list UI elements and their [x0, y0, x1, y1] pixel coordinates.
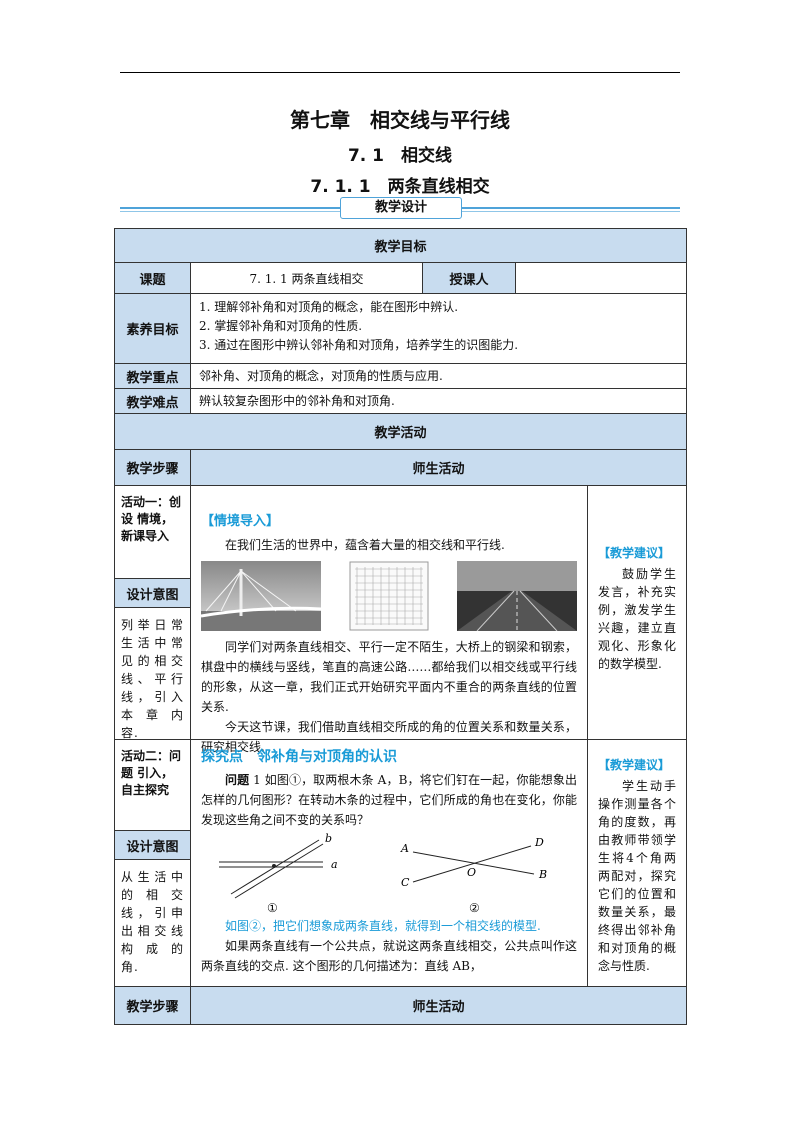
teacher-value [515, 262, 687, 294]
figures: a b ① A B C D O ② [219, 832, 547, 914]
literacy-item: 1. 理解邻补角和对顶角的概念，能在图形中辨认. [199, 300, 459, 314]
activity2-advice: 【教学建议】 学生动手操作测量各个角的度数，再由教师带领学生将4个角两两配对，探… [587, 739, 687, 987]
figure-1: a b ① [219, 832, 338, 914]
key-point-value: 邻补角、对顶角的概念，对顶角的性质与应用. [190, 363, 687, 389]
activity2-name: 活动二：问 题 引入，自主探究 [114, 739, 191, 831]
activity1-intent-text: 列举日常生活中常见的相交线、平行线，引入本 章 内容. [114, 607, 191, 740]
question-text: 1 如图①，取两根木条 A，B，将它们钉在一起，你能想象出怎样的几何图形？在转动… [201, 773, 577, 827]
chapter-title: 第七章 相交线与平行线 [290, 108, 510, 132]
activity2-content: 探究点 邻补角与对顶角的认识 问题 1 如图①，取两根木条 A，B，将它们钉在一… [190, 739, 588, 987]
subsection-title: 7. 1. 1 两条直线相交 [310, 177, 490, 197]
teach-header: 师生活动 [190, 986, 687, 1025]
literacy-label: 素养目标 [114, 293, 191, 364]
course-label: 课题 [114, 262, 191, 294]
activity1-name: 活动一：创 设 情境，新课导入 [114, 485, 191, 579]
step-header: 教学步骤 [114, 449, 191, 486]
activity1-intent-label: 设计意图 [114, 578, 191, 608]
highway-photo [457, 561, 577, 631]
activity1-heading: 【情境导入】 [201, 514, 280, 529]
question-paragraph: 问题 1 如图①，取两根木条 A，B，将它们钉在一起，你能想象出怎样的几何图形？… [201, 770, 577, 830]
goals-header: 教学目标 [114, 228, 687, 263]
top-rule [120, 72, 680, 73]
activity1-advice: 【教学建议】 鼓励学生发言，补充实例，激发学生兴趣，建立直观化、形象化的数学模型… [587, 485, 687, 740]
exploration-heading: 探究点 邻补角与对顶角的认识 [201, 749, 397, 765]
activity1-paragraph: 同学们对两条直线相交、平行一定不陌生，大桥上的钢梁和钢索，棋盘中的横线与竖线，笔… [201, 640, 577, 714]
literacy-item: 2. 掌握邻补角和对顶角的性质. [199, 319, 363, 333]
fig2-label-D: D [534, 836, 544, 849]
model-paragraph: 如图②，把它们想象成两条直线，就得到一个相交线的模型. [225, 919, 541, 933]
chessboard-photo [349, 561, 429, 631]
activity1-paragraph: 今天这节课，我们借助直线相交所成的角的位置关系和数量关系，研究相交线. [201, 720, 577, 754]
literacy-item: 3. 通过在图形中辨认邻补角和对顶角，培养学生的识图能力. [199, 338, 519, 352]
teaching-design-banner: 教学设计 [120, 197, 680, 219]
figure-2: A B C D O ② [400, 836, 547, 914]
question-label: 问题 [225, 773, 250, 787]
advice-text: 学生动手操作测量各个角的度数，再由教师带领学生将4个角两两配对，探究它们的位置和… [598, 779, 676, 973]
advice-text: 鼓励学生发言，补充实例，激发学生兴趣，建立直观化、形象化的数学模型. [598, 567, 676, 671]
fig1-label-b: b [325, 832, 332, 845]
step-header: 教学步骤 [114, 986, 191, 1025]
activity2-intent-text: 从生活中的 相 交线，引申出相交线构 成 的角. [114, 859, 191, 987]
banner-label: 教学设计 [340, 197, 462, 219]
teach-header: 师生活动 [190, 449, 687, 486]
fig1-label-a: a [331, 858, 338, 871]
activity1-content: 【情境导入】 在我们生活的世界中，蕴含着大量的相交线和平行线. [190, 485, 588, 754]
difficulty-value: 辨认较复杂图形中的邻补角和对顶角. [190, 388, 687, 414]
key-point-label: 教学重点 [114, 363, 191, 389]
difficulty-label: 教学难点 [114, 388, 191, 414]
activity1-intro: 在我们生活的世界中，蕴含着大量的相交线和平行线. [225, 538, 505, 552]
literacy-goals: 1. 理解邻补角和对顶角的概念，能在图形中辨认. 2. 掌握邻补角和对顶角的性质… [190, 293, 687, 364]
advice-title: 【教学建议】 [598, 758, 671, 772]
course-value: 7. 1. 1 两条直线相交 [190, 262, 423, 294]
fig2-label-O: O [467, 866, 476, 879]
fig2-label-C: C [401, 876, 410, 889]
fig2-label-A: A [400, 842, 409, 855]
activities-header: 教学活动 [114, 413, 687, 450]
fig2-caption: ② [469, 901, 480, 914]
photo-row [201, 561, 577, 633]
fig2-label-B: B [538, 868, 547, 881]
fig1-caption: ① [267, 901, 278, 914]
bridge-photo [201, 561, 321, 631]
teacher-label: 授课人 [422, 262, 516, 294]
activity2-intent-label: 设计意图 [114, 830, 191, 860]
definition-paragraph: 如果两条直线有一个公共点，就说这两条直线相交，公共点叫作这两条直线的交点. 这个… [201, 939, 577, 973]
advice-title: 【教学建议】 [598, 546, 671, 560]
section-title: 7. 1 相交线 [347, 146, 453, 166]
